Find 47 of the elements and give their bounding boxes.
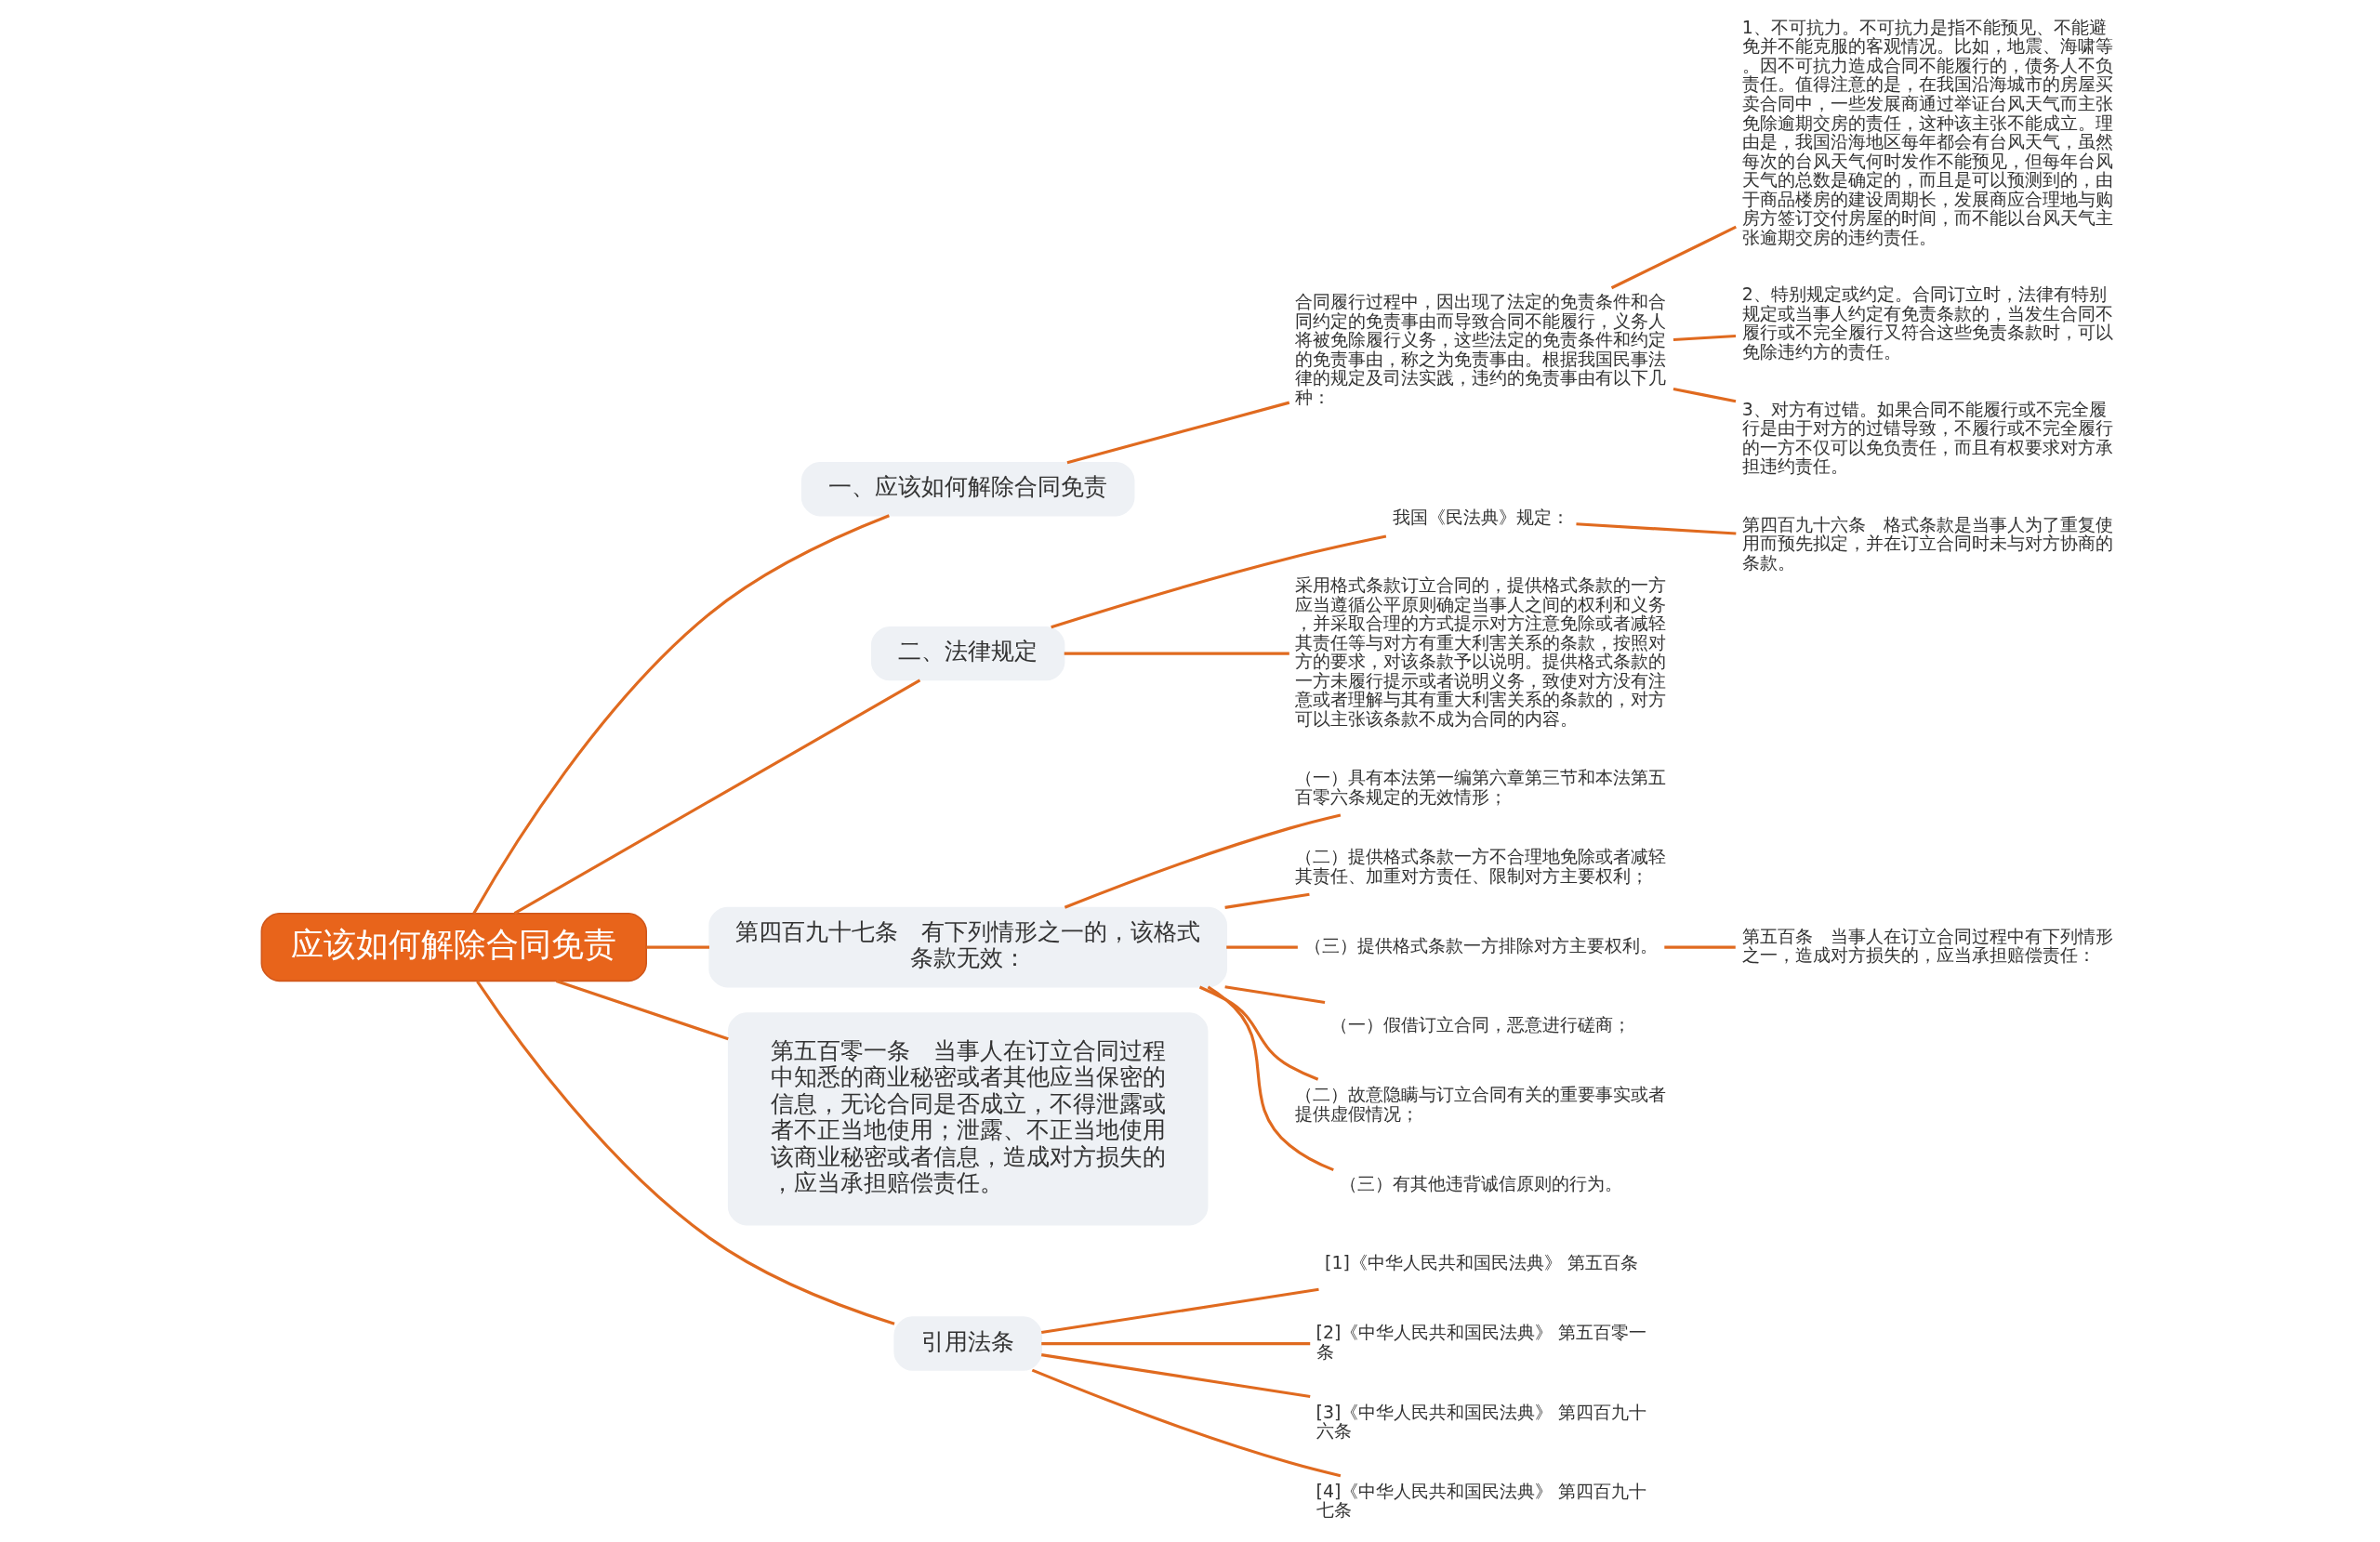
connector [471, 514, 890, 915]
node-text: [4]《中华人民共和国民法典》 第四百九十七条 [1316, 1480, 1646, 1521]
node-text: （三）有其他违背诚信原则的行为。 [1339, 1172, 1622, 1193]
connector [1040, 1342, 1310, 1346]
connector [1223, 892, 1310, 909]
connector [1040, 1353, 1310, 1399]
connector [1575, 522, 1736, 535]
connector [1198, 985, 1318, 1081]
connector [1673, 334, 1736, 342]
connector [1610, 225, 1737, 290]
node-box: 引用法条 [892, 1316, 1042, 1371]
connector [1223, 985, 1325, 1005]
node-box: 第五百零一条 当事人在订立合同过程中知悉的商业秘密或者其他应当保密的信息，无论合同是否成立，不得泄露或者不正当地使用；泄露、不正当地使用该商业秘密或者信息，造成对方损失的，应当承担赔偿责任。 [727, 1012, 1208, 1226]
node-text: 第四百九十六条 格式条款是当事人为了重复使用而预先拟定，并在订立合同时未与对方协商的条款。 [1741, 513, 2113, 573]
connector [513, 679, 920, 915]
node-box: 第四百九十七条 有下列情形之一的，该格式条款无效： [707, 906, 1227, 988]
connector [1031, 1368, 1341, 1478]
connector [555, 980, 729, 1041]
connector [1064, 652, 1289, 655]
connector [1040, 1287, 1319, 1335]
node-text: （二）故意隐瞒与订立合同有关的重要事实或者提供虚假情况； [1294, 1084, 1666, 1124]
node-box: 应该如何解除合同免责 [260, 912, 647, 982]
connector [645, 945, 709, 949]
connector [475, 980, 895, 1325]
node-text: 2、特别规定或约定。合同订立时，法律有特别规定或当事人约定有免责条款的，当发生合同不履行或不完全履行又符合这些免责条款时，可以免除违约方的责任。 [1741, 283, 2113, 362]
node-text: （一）假借订立合同，恶意进行磋商； [1329, 1014, 1631, 1035]
node-text: 1、不可抗力。不可抗力是指不能预见、不能避免并不能克服的客观情况。比如，地震、海啸等。因不可抗力造成合同不能履行的，债务人不负责任。值得注意的是，在我国沿海城市的房屋买卖合同中，一些发展商通过举证台风天气而主张免除逾期交房的责任，这种该主张不能成立。理由是，我国沿海地区每年都会有台风天气，虽然每次的台风天气何时发作不能预见，但每年台风天气的总数是确定的，而且是可以预测到的，由于商品楼房的建设周期长，发展商应合理地与购房方签订交付房屋的时间，而不能以台风天气主张逾期交房的违约责任。 [1741, 16, 2113, 247]
node-text: 我国《民法典》规定： [1392, 506, 1569, 527]
connector [1207, 985, 1334, 1172]
connector [1064, 813, 1341, 909]
node-text: [2]《中华人民共和国民法典》 第五百零一条 [1316, 1322, 1646, 1362]
node-box: 二、法律规定 [870, 626, 1064, 681]
connector [1066, 401, 1289, 465]
node-text: 第五百条 当事人在订立合同过程中有下列情形之一，造成对方损失的，应当承担赔偿责任： [1741, 925, 2113, 966]
connector [1225, 945, 1298, 949]
node-text: 采用格式条款订立合同的，提供格式条款的一方应当遵循公平原则确定当事人之间的权利和义务，并采取合理的方式提示对方注意免除或者减轻其责任等与对方有重大利害关系的条款，按照对方的要求，对该条款予以说明。提供格式条款的一方未履行提示或者说明义务，致使对方没有注意或者理解与其有重大利害关系的条款的，对方可以主张该条款不成为合同的内容。 [1294, 574, 1666, 729]
node-text: （三）提供格式条款一方排除对方主要权利。 [1303, 934, 1658, 956]
node-text: （二）提供格式条款一方不合理地免除或者减轻其责任、加重对方责任、限制对方主要权利； [1294, 846, 1666, 886]
node-text: 3、对方有过错。如果合同不能履行或不完全履行是由于对方的过错导致，不履行或不完全履行的一方不仅可以免负责任，而且有权要求对方承担违约责任。 [1741, 398, 2113, 477]
connector [1673, 387, 1736, 403]
connector [1663, 945, 1736, 949]
node-text: [3]《中华人民共和国民法典》 第四百九十六条 [1316, 1401, 1646, 1442]
node-box: 一、应该如何解除合同免责 [800, 461, 1134, 517]
node-text: （一）具有本法第一编第六章第三节和本法第五百零六条规定的无效情形； [1294, 767, 1666, 807]
node-text: 合同履行过程中，因出现了法定的免责条件和合同约定的免责事由而导致合同不能履行，义务人将被免除履行义务，这些法定的免责条件和约定的免责事由，称之为免责事由。根据我国民事法律的规定及司法实践，违约的免责事由有以下几种： [1294, 291, 1666, 407]
connector [1050, 534, 1386, 629]
node-text: [1]《中华人民共和国民法典》 第五百条 [1324, 1252, 1638, 1273]
